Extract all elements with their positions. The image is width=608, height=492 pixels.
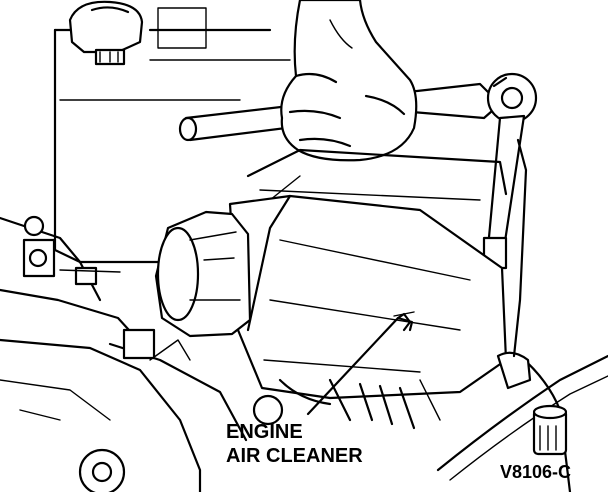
engine-hoses — [252, 378, 441, 430]
technician-hand — [280, 0, 418, 162]
intake-duct — [154, 210, 252, 338]
mounting-bracket — [246, 148, 508, 201]
callout-line-1: ENGINE — [226, 421, 303, 443]
callout-leader-line — [306, 311, 415, 416]
engine-left-parts — [0, 215, 140, 342]
engine-block — [0, 328, 248, 492]
oil-filler-cap — [532, 404, 568, 456]
air-cleaner-housing — [228, 194, 508, 400]
reservoir-cap — [68, 0, 144, 66]
callout-line-2: AIR CLEANER — [226, 445, 363, 467]
figure-id-label: V8106-C — [500, 462, 572, 482]
engine-air-cleaner-label: ENGINE AIR CLEANER — [226, 420, 363, 468]
